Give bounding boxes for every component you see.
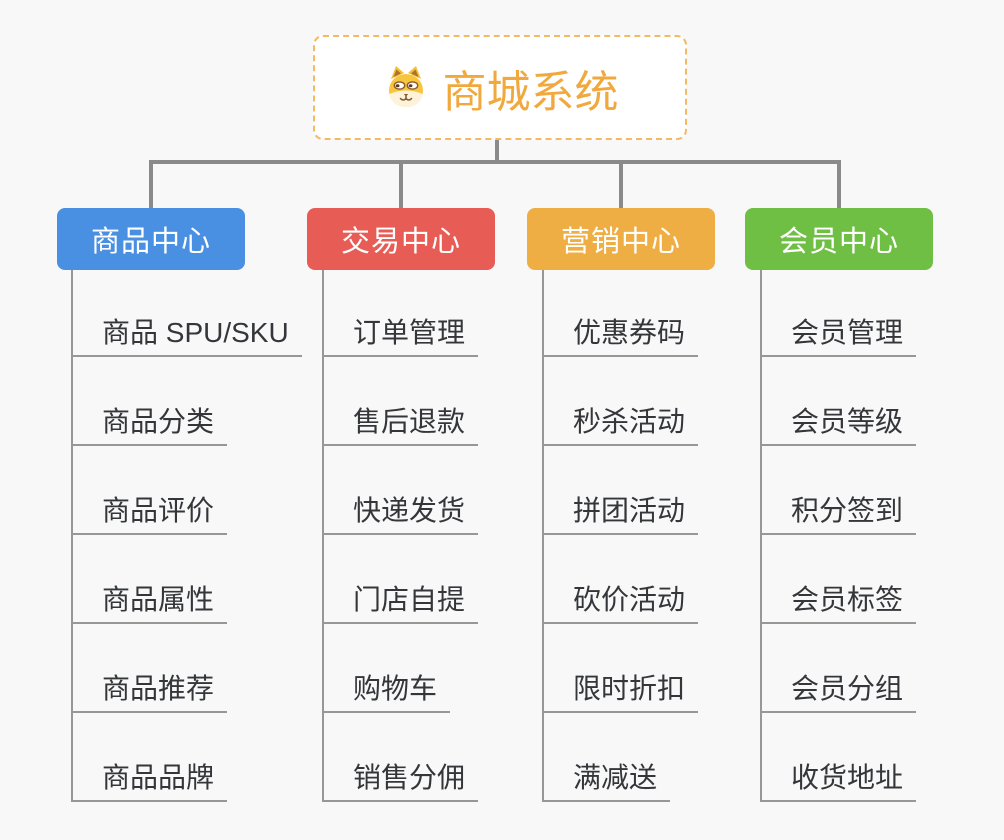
- child-node-label: 收货地址: [791, 762, 904, 793]
- child-node[interactable]: 购物车: [322, 673, 451, 713]
- child-node-label: 砍价活动: [573, 584, 686, 615]
- child-node[interactable]: 商品推荐: [71, 673, 228, 713]
- child-node[interactable]: 会员管理: [760, 317, 917, 357]
- child-node-label: 门店自提: [353, 584, 466, 615]
- branch-children-line: [542, 270, 544, 802]
- branch-children-line: [760, 270, 762, 802]
- child-node[interactable]: 售后退款: [322, 406, 479, 446]
- child-node[interactable]: 商品分类: [71, 406, 228, 446]
- child-node-label: 购物车: [353, 673, 438, 704]
- child-node[interactable]: 商品评价: [71, 495, 228, 535]
- child-node[interactable]: 拼团活动: [542, 495, 699, 535]
- child-node-label: 会员等级: [791, 406, 904, 437]
- child-node-label: 商品品牌: [102, 762, 215, 793]
- branch-node-product-center[interactable]: 商品中心: [57, 208, 245, 270]
- child-node[interactable]: 秒杀活动: [542, 406, 699, 446]
- child-node[interactable]: 门店自提: [322, 584, 479, 624]
- child-node[interactable]: 满减送: [542, 762, 671, 802]
- branch-node-marketing-center[interactable]: 营销中心: [527, 208, 715, 270]
- child-node-label: 售后退款: [353, 406, 466, 437]
- connector-root-stub: [495, 139, 499, 163]
- child-node-label: 销售分佣: [353, 762, 466, 793]
- root-node[interactable]: 商城系统: [313, 35, 687, 140]
- child-node-label: 优惠券码: [573, 317, 686, 348]
- child-node-label: 秒杀活动: [573, 406, 686, 437]
- child-node[interactable]: 会员分组: [760, 673, 917, 713]
- branch-node-trade-center[interactable]: 交易中心: [307, 208, 495, 270]
- connector-branch-stub: [149, 160, 153, 208]
- child-node[interactable]: 会员等级: [760, 406, 917, 446]
- child-node-label: 会员分组: [791, 673, 904, 704]
- branch-children-line: [71, 270, 73, 802]
- child-node[interactable]: 优惠券码: [542, 317, 699, 357]
- child-node[interactable]: 收货地址: [760, 762, 917, 802]
- child-node[interactable]: 会员标签: [760, 584, 917, 624]
- branch-children-line: [322, 270, 324, 802]
- dog-face-icon: [388, 65, 423, 107]
- child-node-label: 会员管理: [791, 317, 904, 348]
- child-node-label: 商品属性: [102, 584, 215, 615]
- child-node-label: 积分签到: [791, 495, 904, 526]
- child-node-label: 拼团活动: [573, 495, 686, 526]
- child-node-label: 商品分类: [102, 406, 215, 437]
- child-node[interactable]: 商品 SPU/SKU: [71, 317, 302, 357]
- connector-branch-stub: [399, 160, 403, 208]
- child-node[interactable]: 快递发货: [322, 495, 479, 535]
- root-title: 商城系统: [442, 67, 619, 117]
- child-node-label: 商品 SPU/SKU: [102, 317, 289, 348]
- child-node[interactable]: 积分签到: [760, 495, 917, 535]
- child-node[interactable]: 销售分佣: [322, 762, 479, 802]
- child-node-label: 订单管理: [353, 317, 466, 348]
- child-node-label: 快递发货: [353, 495, 466, 526]
- connector-branch-stub: [619, 160, 623, 208]
- child-node-label: 满减送: [573, 762, 658, 793]
- child-node-label: 限时折扣: [573, 673, 686, 704]
- child-node[interactable]: 限时折扣: [542, 673, 699, 713]
- child-node-label: 商品推荐: [102, 673, 215, 704]
- connector-branch-stub: [837, 160, 841, 208]
- child-node-label: 商品评价: [102, 495, 215, 526]
- child-node[interactable]: 商品品牌: [71, 762, 228, 802]
- child-node[interactable]: 砍价活动: [542, 584, 699, 624]
- child-node[interactable]: 商品属性: [71, 584, 228, 624]
- child-node-label: 会员标签: [791, 584, 904, 615]
- branch-node-member-center[interactable]: 会员中心: [745, 208, 933, 270]
- child-node[interactable]: 订单管理: [322, 317, 479, 357]
